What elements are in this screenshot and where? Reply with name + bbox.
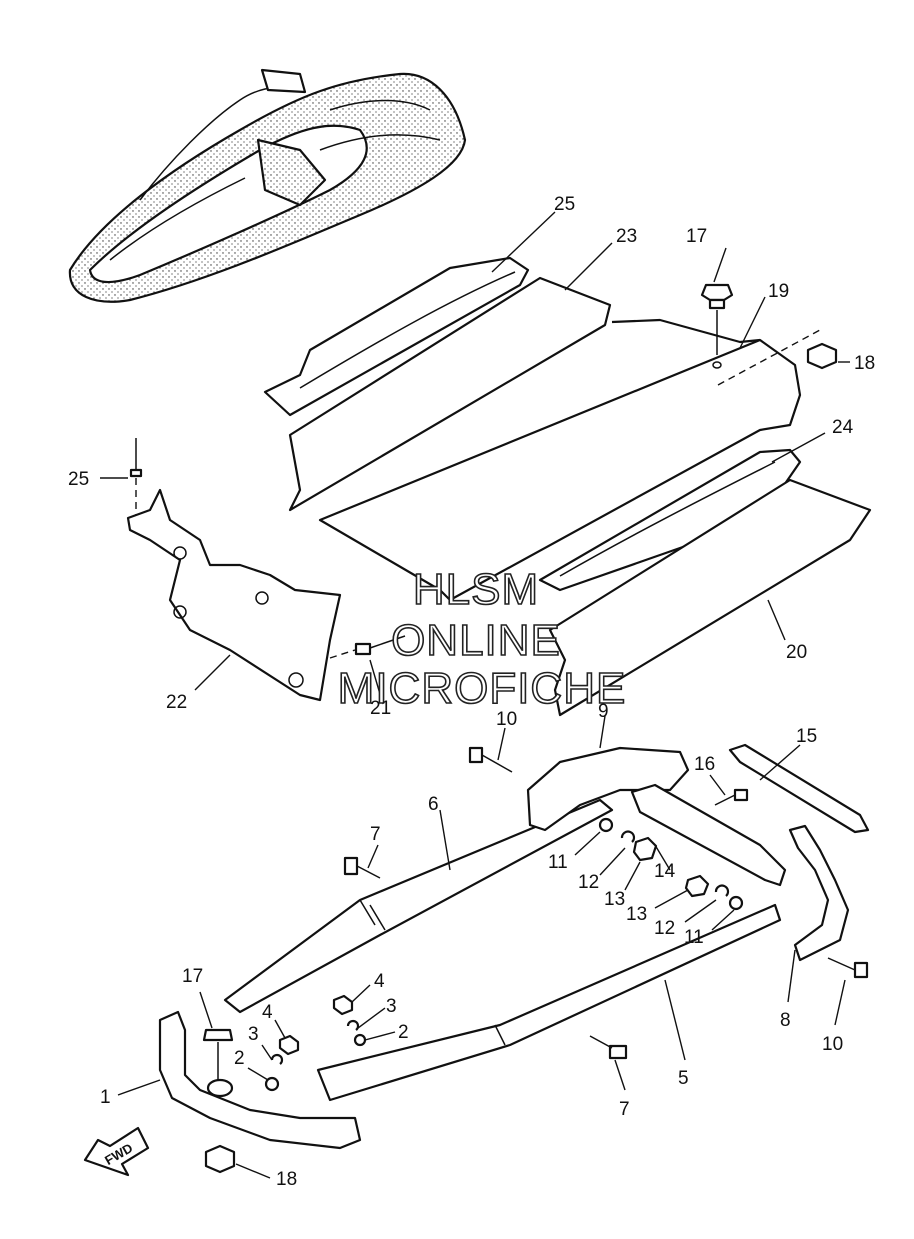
watermark-line2: ONLINE (391, 616, 561, 665)
leader-lines (100, 211, 850, 1179)
spring-washer-3-right (346, 1019, 360, 1031)
callout-22: 24 (832, 417, 854, 438)
callout-19: 19 (768, 281, 789, 302)
watercraft-illustration (68, 68, 467, 303)
mat-19 (318, 338, 802, 602)
washer-11-a (598, 817, 614, 833)
callout-2-right: 2 (398, 1022, 409, 1043)
callout-11-right: 11 (684, 927, 704, 948)
nut-18-bottom (204, 1144, 236, 1174)
callout-18-bottom: 18 (276, 1169, 297, 1190)
callout-25-mid: 21 (370, 698, 391, 719)
rivet-16 (714, 788, 749, 806)
watermark-line1: HLSM (413, 565, 539, 614)
callout-10-top: 10 (496, 709, 517, 730)
mat-21 (288, 276, 612, 512)
callout-24: 22 (166, 692, 187, 713)
nut-13-a (632, 836, 658, 862)
grommet-17-top (700, 283, 734, 369)
guard-8 (788, 824, 850, 962)
callout-13-left: 13 (604, 889, 625, 910)
rail-5 (316, 903, 782, 1102)
callout-12-left: 12 (578, 872, 599, 893)
callout-13-right: 13 (626, 904, 647, 925)
callout-21: 23 (616, 226, 637, 247)
callout-17-top: 17 (686, 226, 707, 247)
callout-1: 1 (100, 1087, 111, 1108)
callout-12-right: 12 (654, 918, 675, 939)
bolt-10-top (468, 746, 513, 773)
callout-23: 25 (554, 194, 575, 215)
callout-4-right: 4 (374, 971, 385, 992)
rail-14 (630, 783, 787, 887)
rail-6 (223, 798, 614, 1014)
callout-25-top: 25 (68, 469, 89, 490)
spring-washer-12-b (714, 884, 730, 897)
callout-3-right: 3 (386, 996, 397, 1017)
callout-8: 8 (780, 1010, 791, 1031)
bolt-7-right (589, 1035, 628, 1060)
rivet-25-mid (329, 635, 406, 659)
callout-2-left: 2 (234, 1048, 245, 1069)
callout-18-top: 18 (854, 353, 875, 374)
callout-14: 14 (654, 861, 676, 882)
strip-15 (728, 743, 870, 834)
nut-13-b (684, 874, 710, 898)
callout-7-left: 7 (370, 824, 381, 845)
grommet-17-bottom (202, 1028, 234, 1042)
mat-20 (548, 478, 872, 717)
callout-7-right: 7 (619, 1099, 630, 1120)
callout-5: 5 (678, 1068, 689, 1089)
callout-10-right: 10 (822, 1034, 843, 1055)
nut-4-right (332, 994, 354, 1016)
callout-labels: 25 23 17 19 18 24 25 20 22 21 10 9 15 16… (68, 194, 875, 1190)
dash-19 (717, 329, 821, 386)
callout-3-left: 3 (248, 1024, 259, 1045)
callout-9: 9 (598, 701, 609, 722)
washer-11-b (728, 895, 744, 911)
fwd-direction-marker: FWD (83, 1126, 150, 1177)
watermark: HLSM ONLINE MICROFICHE (337, 564, 627, 714)
callout-11-left: 11 (548, 852, 568, 873)
spring-washer-3-left (270, 1053, 284, 1065)
bolt-10-right (827, 957, 869, 979)
callout-20: 20 (786, 642, 807, 663)
callout-17-bottom: 17 (182, 966, 203, 987)
guard-1 (158, 1010, 362, 1150)
bracket-24 (126, 488, 342, 702)
washer-2-right (353, 1033, 367, 1047)
watermark-line3: MICROFICHE (338, 664, 627, 713)
nut-4-left (278, 1034, 300, 1056)
mat-22 (538, 448, 802, 592)
nut-18-top (806, 342, 838, 370)
washer-2-left (264, 1076, 280, 1092)
callout-4-left: 4 (262, 1002, 273, 1023)
callout-16: 16 (694, 754, 715, 775)
rivet-25-top (129, 438, 143, 515)
callout-15: 15 (796, 726, 817, 747)
spring-washer-12-a (620, 830, 636, 843)
bracket-9 (526, 746, 690, 832)
callout-6: 6 (428, 794, 439, 815)
bolt-7-left (343, 856, 381, 879)
